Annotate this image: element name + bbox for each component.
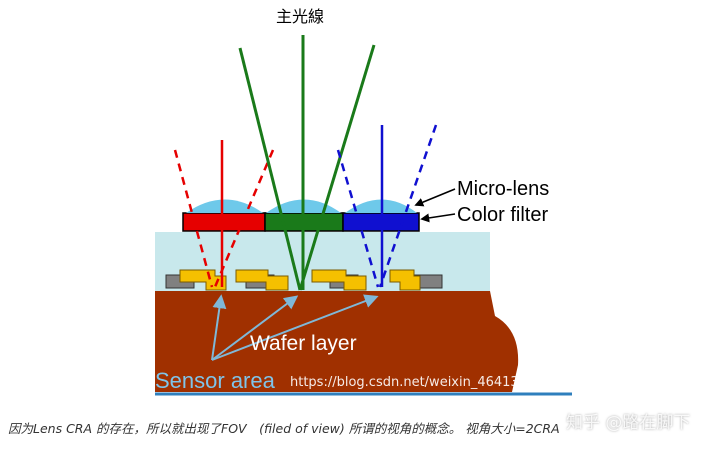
red-light-rays bbox=[173, 140, 275, 288]
sensor-area-label: Sensor area bbox=[155, 368, 276, 393]
blog-watermark: https://blog.csdn.net/weixin_46413610 bbox=[290, 375, 544, 390]
wafer-layer-label: Wafer layer bbox=[250, 332, 357, 355]
photodiode-structures bbox=[179, 269, 421, 291]
wafer-layer-shape bbox=[155, 291, 519, 392]
chief-ray-label: 主光線 bbox=[276, 7, 324, 26]
label-pointers bbox=[414, 188, 456, 223]
blue-light-rays bbox=[336, 124, 438, 288]
green-light-rays bbox=[238, 35, 376, 291]
color-filter bbox=[182, 212, 420, 232]
color-filter-label: Color filter bbox=[457, 204, 548, 226]
micro-lens-label: Micro-lens bbox=[457, 178, 549, 200]
zhihu-watermark: 知乎 @路在脚下 bbox=[566, 413, 691, 433]
wafer-arrows bbox=[211, 294, 379, 361]
figure-caption: 因为Lens CRA 的存在，所以就出现了FOV (filed of view)… bbox=[8, 421, 560, 436]
